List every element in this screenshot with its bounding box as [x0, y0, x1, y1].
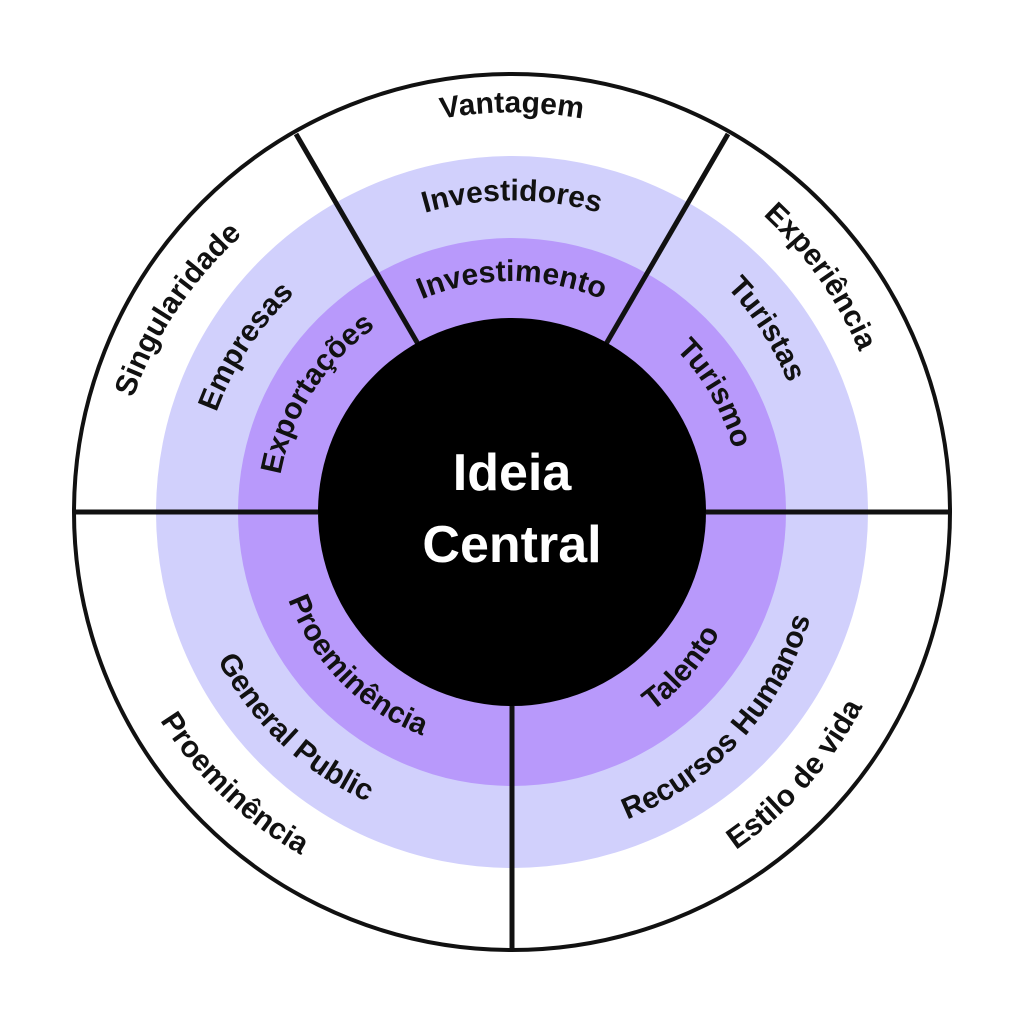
sector-dividers [74, 132, 950, 950]
divider-top-left [293, 132, 421, 346]
label-top-outer: Vantagem [437, 86, 586, 125]
center-title-line1: Ideia [453, 444, 573, 502]
center-title-line2: Central [422, 516, 601, 574]
core-circle [318, 318, 706, 706]
label-top-outer-text: Vantagem [437, 86, 586, 125]
divider-top-right [603, 132, 731, 346]
